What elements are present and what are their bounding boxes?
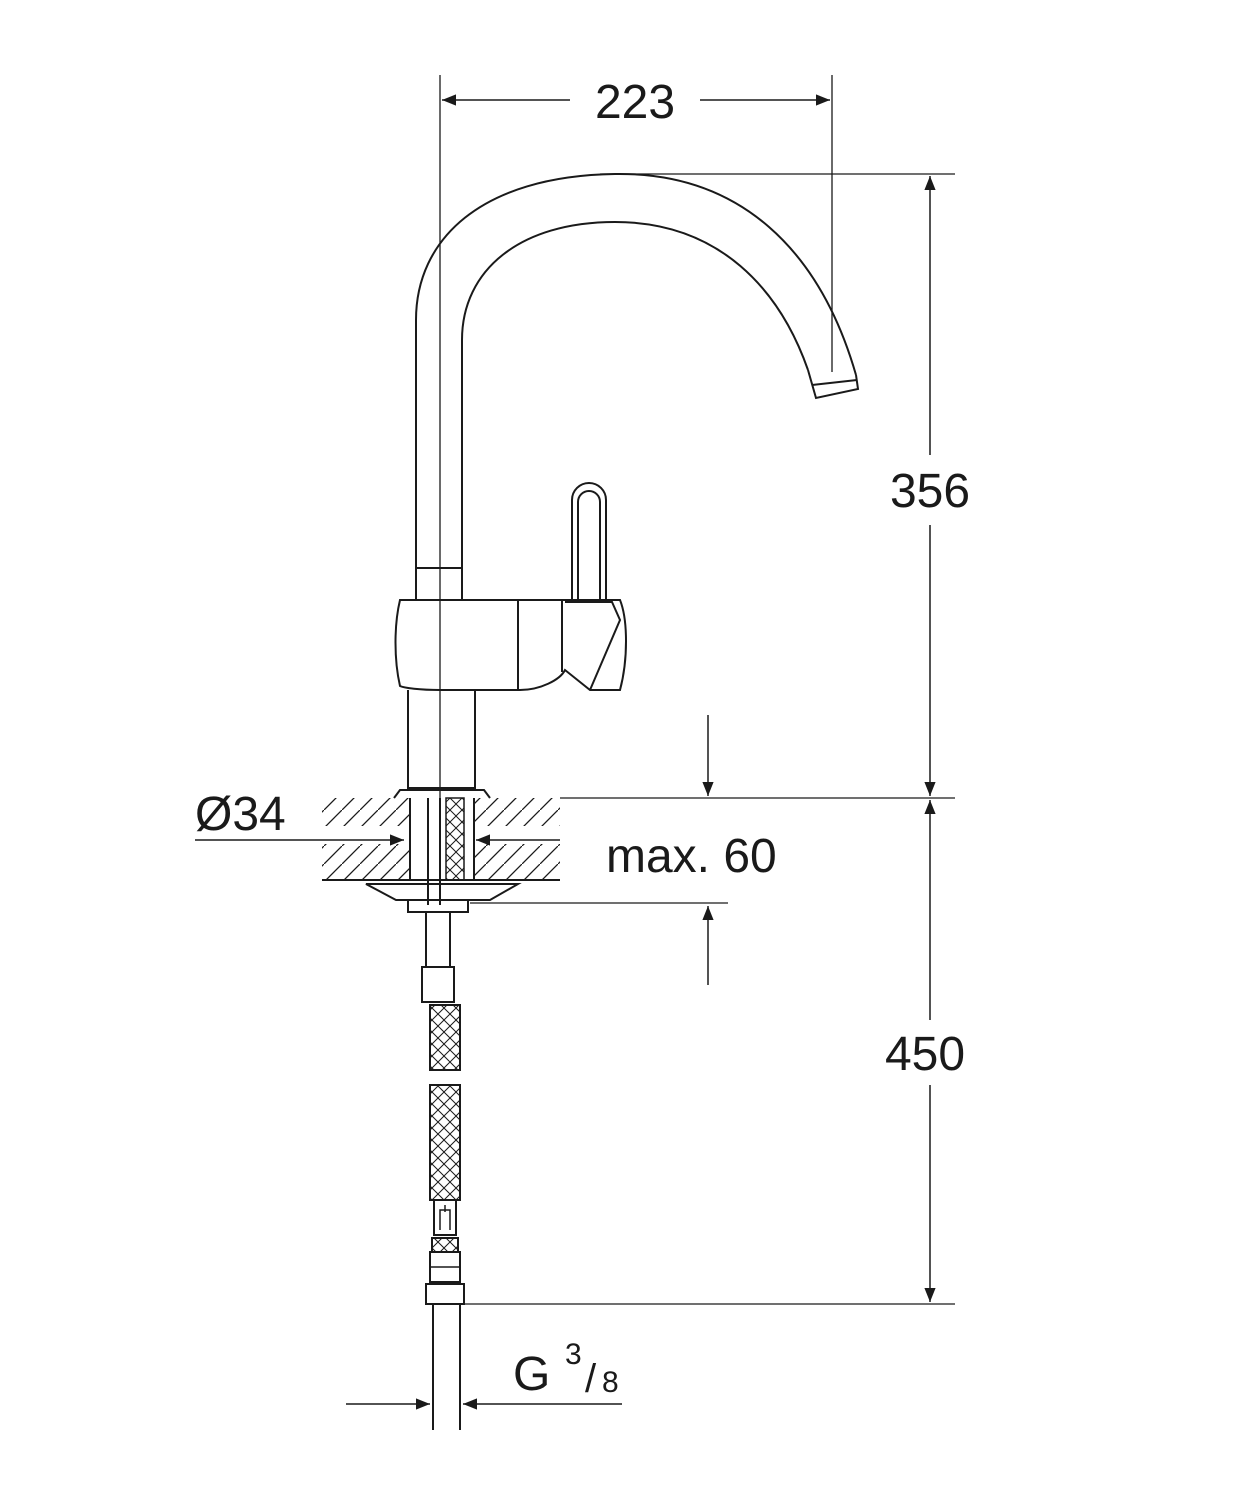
spout: [415, 172, 860, 601]
mixer-body: [394, 599, 627, 691]
reach-dimension: 223: [439, 75, 833, 800]
height-dimension: 356: [600, 173, 970, 796]
lever-handle: [571, 482, 607, 600]
thread-prefix: G: [513, 1348, 550, 1401]
countertop-section: [322, 797, 560, 913]
reach-label: 223: [595, 76, 675, 129]
hose-dimension: 450: [460, 797, 965, 1305]
hole-diameter-dimension: Ø34: [195, 788, 560, 846]
thread-dimension: G 3 / 8: [346, 1338, 622, 1410]
base-column: [393, 690, 491, 799]
thread-denominator: 8: [602, 1366, 619, 1399]
thread-slash: /: [585, 1357, 597, 1401]
thickness-dimension: max. 60: [470, 715, 777, 985]
supply-hose: [421, 911, 465, 1430]
hose-label: 450: [885, 1028, 965, 1081]
thread-numerator: 3: [565, 1338, 582, 1371]
hole-diameter-label: Ø34: [195, 788, 286, 841]
thickness-label: max. 60: [606, 830, 777, 883]
height-label: 356: [890, 465, 970, 518]
